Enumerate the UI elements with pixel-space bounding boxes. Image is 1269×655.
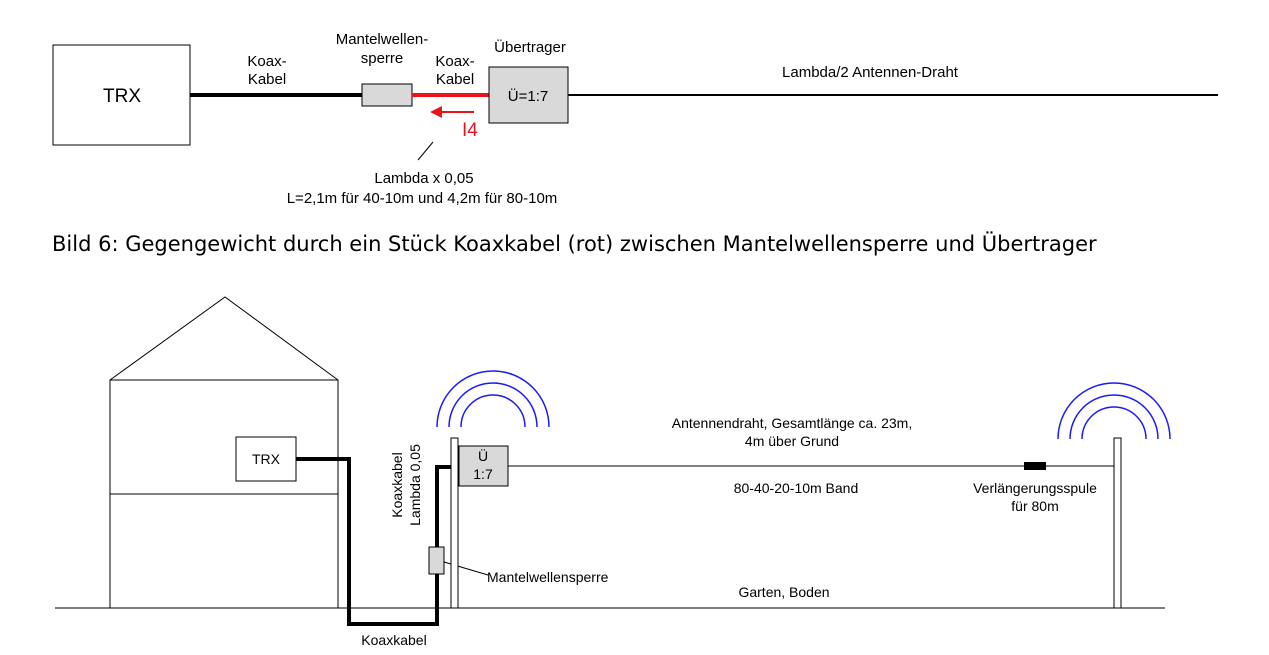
trx-label: TRX (103, 86, 141, 107)
transformer-text-2: 1:7 (473, 466, 493, 482)
choke-box-house (428, 546, 445, 575)
trx-box-house (235, 436, 297, 482)
trx-box (52, 44, 191, 146)
antenna-label: Lambda/2 Antennen-Draht (782, 64, 959, 81)
figure-caption: Bild 6: Gegengewicht durch ein Stück Koa… (52, 231, 1097, 256)
coil-label-1: Verlängerungsspule (973, 480, 1097, 496)
right-mast (1113, 437, 1122, 609)
transformer-title: Übertrager (494, 38, 566, 56)
length-label-2: L=2,1m für 40-10m und 4,2m für 80-10m (287, 190, 558, 207)
figure-1-block-diagram: TRX Koax- Kabel Mantelwellen- sperre Koa… (52, 31, 1218, 207)
length-leader-line (417, 141, 434, 161)
choke-label-1: Mantelwellen- (336, 31, 429, 48)
house (109, 296, 339, 609)
choke-box (361, 83, 413, 107)
red-coax-label-1: Koax- (435, 53, 474, 70)
coax-label-2: Kabel (248, 71, 286, 88)
ground-label: Garten, Boden (738, 584, 829, 600)
coax-run (296, 457, 439, 626)
red-coax-label-2: Kabel (436, 71, 474, 88)
length-label-1: Lambda x 0,05 (374, 170, 473, 187)
transformer-box (488, 66, 569, 124)
wire-label-1: Antennendraht, Gesamtlänge ca. 23m, (672, 415, 912, 431)
loading-coil (1024, 462, 1046, 470)
wire-label-2: 4m über Grund (745, 433, 839, 449)
radio-wave-icon (436, 370, 550, 428)
coax-label-bottom: Koaxkabel (361, 632, 426, 648)
transformer-text-1: Ü (478, 447, 488, 464)
figure-2-installation-sketch: Garten, Boden TRX Koaxkabel Mantelwellen… (55, 296, 1171, 648)
coax-label-1: Koax- (247, 53, 286, 70)
left-mast (450, 437, 459, 609)
radio-wave-icon (1057, 382, 1171, 440)
coil-label-2: für 80m (1011, 498, 1058, 514)
transformer-box-mast (458, 445, 509, 487)
choke-label-house: Mantelwellensperre (487, 569, 609, 585)
band-label: 80-40-20-10m Band (734, 480, 859, 496)
trx-label-house: TRX (252, 451, 281, 467)
choke-label-2: sperre (361, 50, 404, 67)
vertical-coax-label-2: Lambda 0,05 (407, 444, 423, 526)
vertical-coax-label-1: Koaxkabel (389, 452, 405, 517)
transformer-ratio: Ü=1:7 (508, 87, 548, 105)
current-label: I4 (462, 120, 478, 141)
current-arrow-icon (430, 106, 474, 118)
